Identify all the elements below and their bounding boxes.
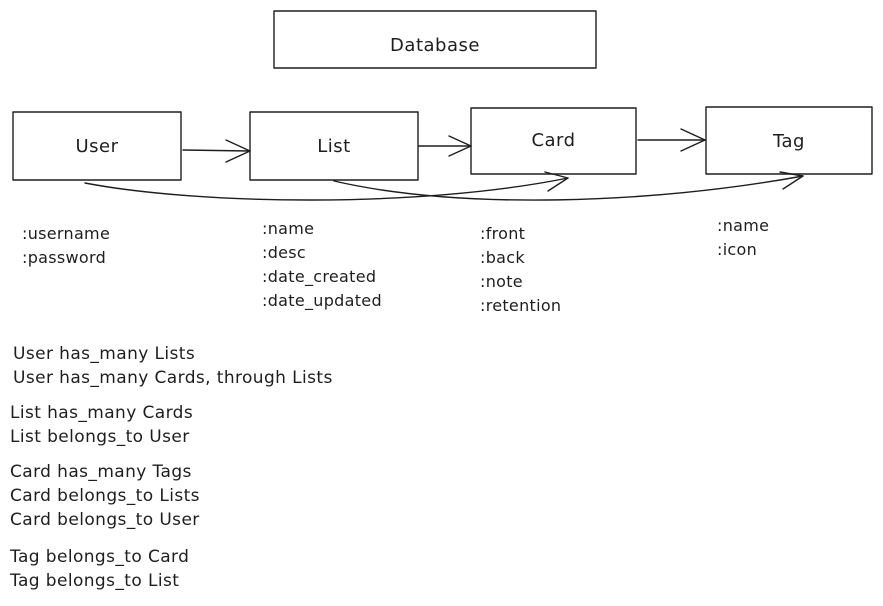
tag-relationships: Tag belongs_to Card Tag belongs_to List (10, 545, 189, 593)
list-to-card-arrow (418, 135, 472, 157)
relationship-line: Tag belongs_to List (10, 571, 180, 591)
user-to-card-arrow (84, 171, 569, 201)
list-to-tag-arrow (333, 171, 804, 201)
card-attribute-back: :back (480, 248, 525, 267)
user-entity-label: User (75, 136, 119, 157)
relationship-line: Card belongs_to Lists (10, 486, 200, 506)
card-entity-label: Card (531, 130, 576, 151)
card-attribute-note: :note (480, 272, 523, 291)
user-attribute-password: :password (22, 248, 107, 267)
user-relationships: User has_many Lists User has_many Cards,… (13, 342, 333, 390)
database-box (273, 10, 597, 69)
relationship-line: Tag belongs_to Card (10, 547, 190, 567)
tag-attribute-icon: :icon (717, 240, 758, 259)
tag-entity-label: Tag (773, 131, 805, 152)
list-attribute-date-created: :date_created (262, 267, 377, 286)
list-relationships: List has_many Cards List belongs_to User (10, 401, 193, 449)
card-relationships: Card has_many Tags Card belongs_to Lists… (10, 460, 200, 532)
relationship-line: Card has_many Tags (10, 462, 192, 482)
user-attribute-username: :username (22, 224, 111, 243)
user-attributes: :username :password (22, 222, 110, 270)
list-attribute-name: :name (262, 219, 315, 238)
relationship-line: List has_many Cards (10, 403, 194, 423)
list-attribute-date-updated: :date_updated (262, 291, 382, 310)
list-attributes: :name :desc :date_created :date_updated (262, 217, 382, 313)
list-attribute-desc: :desc (262, 243, 307, 262)
relationship-line: User has_many Cards, through Lists (13, 368, 333, 388)
card-attribute-retention: :retention (480, 296, 562, 315)
database-title: Database (390, 35, 480, 56)
card-to-tag-arrow (637, 128, 706, 152)
list-box (249, 111, 419, 181)
tag-attribute-name: :name (717, 216, 770, 235)
relationship-line: User has_many Lists (13, 344, 196, 364)
relationship-line: List belongs_to User (10, 427, 190, 447)
list-entity-label: List (317, 136, 351, 157)
tag-attributes: :name :icon (717, 214, 769, 262)
user-box (12, 111, 182, 181)
card-attributes: :front :back :note :retention (480, 222, 561, 318)
card-attribute-front: :front (480, 224, 526, 243)
relationship-line: Card belongs_to User (10, 510, 200, 530)
user-to-list-arrow (182, 139, 251, 163)
